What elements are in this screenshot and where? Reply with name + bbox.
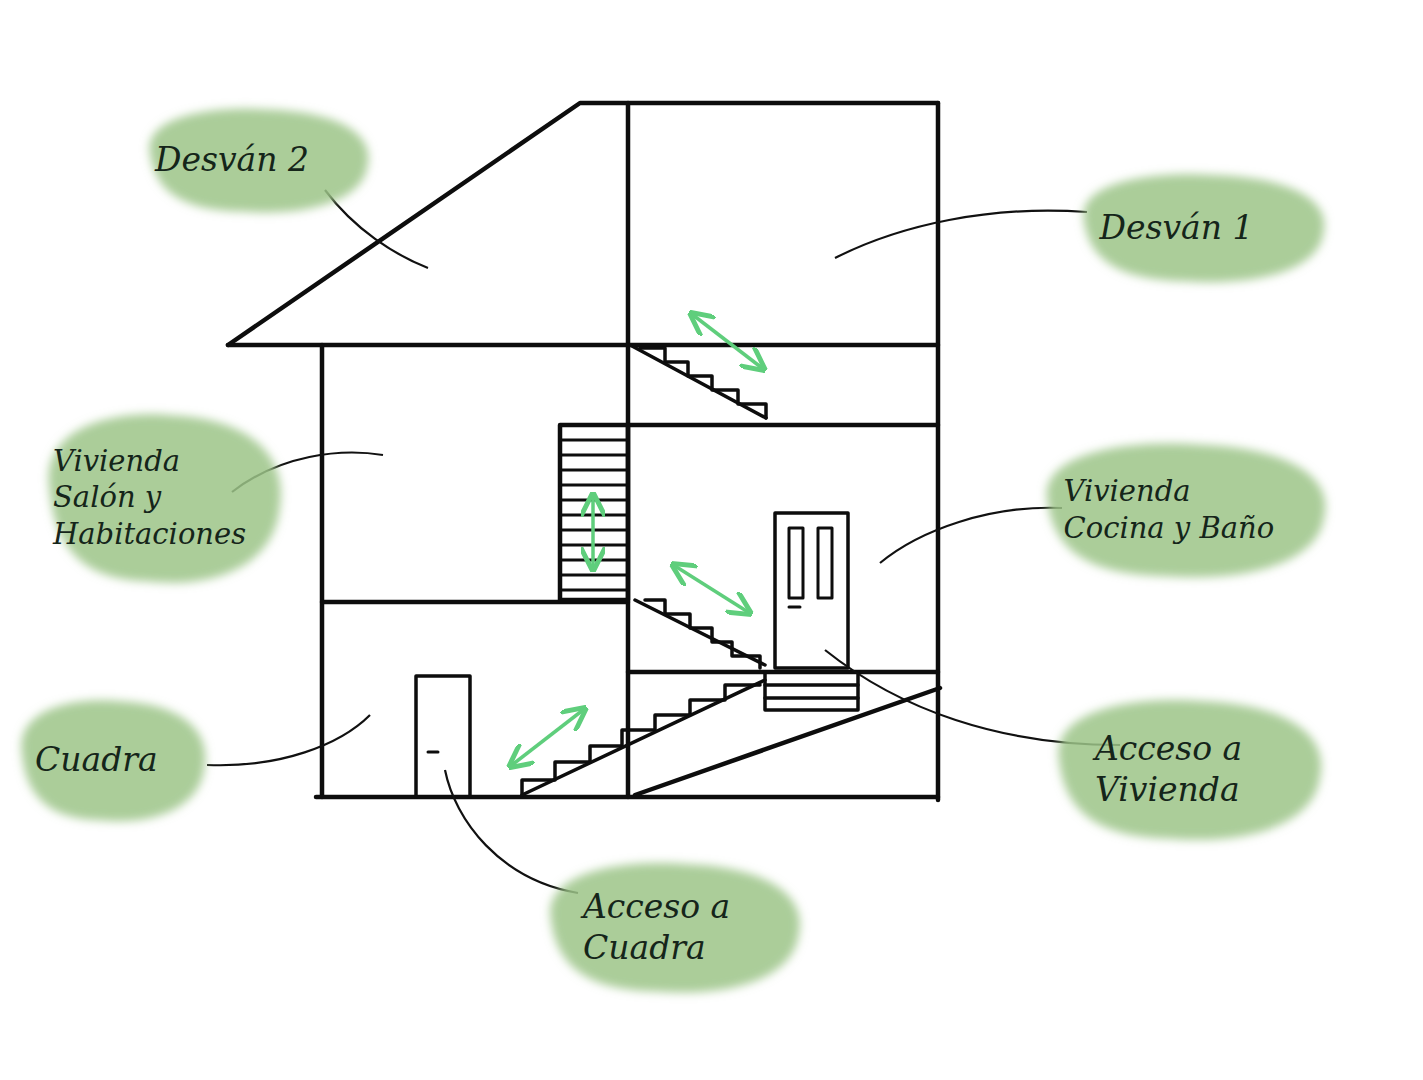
stair-symbol	[522, 680, 765, 795]
outer-wall	[936, 103, 941, 800]
door-symbol	[775, 513, 848, 668]
callout-label: Acceso a Cuadra	[583, 886, 758, 969]
text-wrap: Vivienda Cocina y Baño	[1022, 432, 1340, 587]
watercolor-blob	[1035, 688, 1335, 850]
ramp-line	[635, 688, 940, 795]
watercolor-blob	[1022, 432, 1340, 587]
callout-blob: Acceso a Cuadra	[528, 852, 813, 1002]
callout-blob: Cuadra	[5, 690, 215, 830]
ladder-stair	[560, 425, 628, 600]
circulation-arrows	[512, 315, 762, 765]
callout-label: Desván 1	[1100, 207, 1300, 248]
callout-label: Desván 2	[155, 139, 355, 180]
ground-line	[316, 795, 938, 800]
floor-line	[628, 423, 938, 428]
outer-wall	[320, 345, 325, 797]
callout-blob: Desván 1	[1062, 165, 1337, 290]
ladder-rungs	[560, 440, 628, 590]
text-wrap: Cuadra	[5, 690, 215, 830]
text-wrap: Desván 2	[130, 100, 380, 220]
leader-lines	[207, 190, 1120, 893]
text-wrap: Vivienda Salón y Habitaciones	[28, 400, 293, 595]
callout-blob: Vivienda Cocina y Baño	[1022, 432, 1340, 587]
callout-label: Cuadra	[35, 739, 185, 780]
callout-blob: Acceso a Vivienda	[1035, 688, 1335, 850]
floor-line	[228, 343, 938, 348]
porch-steps	[765, 672, 858, 710]
callout-blob: Desván 2	[130, 100, 380, 220]
callout-blob: Vivienda Salón y Habitaciones	[28, 400, 293, 595]
text-wrap: Acceso a Vivienda	[1035, 688, 1335, 850]
text-wrap: Desván 1	[1062, 165, 1337, 290]
text-wrap: Acceso a Cuadra	[528, 852, 813, 1002]
callout-label: Acceso a Vivienda	[1095, 728, 1275, 811]
door-symbol	[416, 676, 470, 797]
callout-label: Vivienda Cocina y Baño	[1064, 473, 1299, 546]
callout-label: Vivienda Salón y Habitaciones	[53, 443, 268, 552]
watercolor-blob	[528, 852, 813, 1002]
